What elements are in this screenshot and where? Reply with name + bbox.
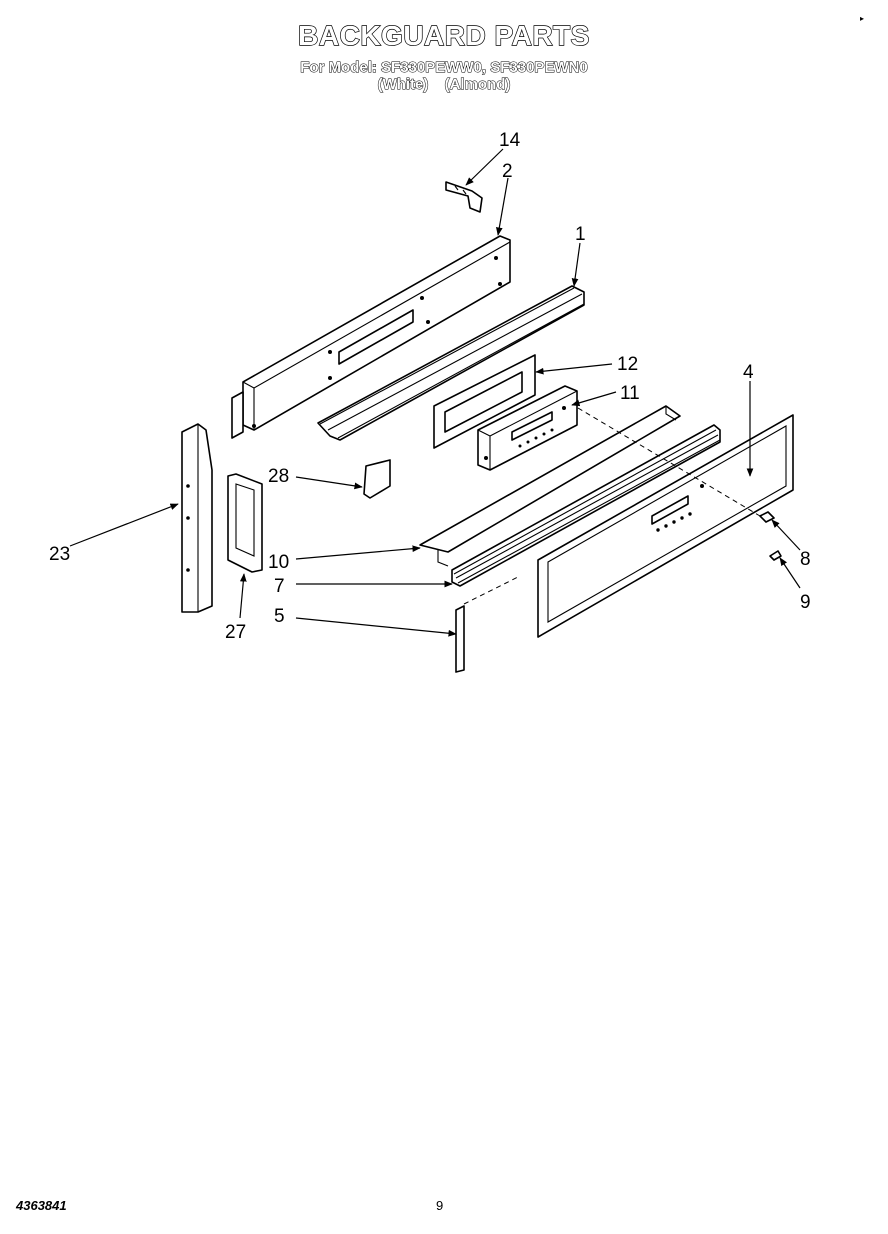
part-8-fastener <box>759 511 775 523</box>
callout-11: 11 <box>620 383 640 404</box>
model-info: For Model: SF330PEWW0, SF330PEWN0 (White… <box>0 59 888 94</box>
part-12-window-trim <box>433 354 536 449</box>
leader-27 <box>239 573 247 619</box>
part-4-front-panel <box>537 414 794 638</box>
leader-10 <box>295 545 421 560</box>
part-11-control-housing <box>477 385 578 471</box>
color-almond: (Almond) <box>444 76 511 94</box>
callout-9: 9 <box>800 592 811 613</box>
callout-12: 12 <box>617 354 638 375</box>
callout-2: 2 <box>502 161 513 182</box>
color-white: (White) <box>377 76 429 94</box>
leader-14 <box>465 148 504 186</box>
leader-28 <box>295 476 363 490</box>
callout-14: 14 <box>499 130 521 151</box>
part-28-clip <box>363 459 391 499</box>
page-title: BACKGUARD PARTS <box>297 19 590 51</box>
leader-23 <box>69 503 179 547</box>
part-9-screw <box>769 550 782 561</box>
leader-1 <box>571 242 581 287</box>
part-10-support-plate <box>419 405 681 567</box>
callout-28: 28 <box>268 466 289 487</box>
leader-11 <box>571 391 617 407</box>
document-number: 4363841 <box>16 1198 67 1213</box>
leader-9 <box>779 557 801 589</box>
callout-5: 5 <box>274 606 285 627</box>
corner-mark: ▸ <box>860 14 865 23</box>
leader-2 <box>495 177 509 236</box>
leader-8 <box>771 519 801 551</box>
callout-27: 27 <box>225 622 246 643</box>
part-2-rear-panel <box>231 235 511 439</box>
callout-1: 1 <box>575 224 586 245</box>
callout-8: 8 <box>800 549 811 570</box>
color-variants: (White) (Almond) <box>0 76 888 94</box>
part-5-trim-strip <box>455 605 465 673</box>
callout-23: 23 <box>49 544 70 565</box>
part-14-bracket <box>445 181 483 213</box>
callout-4: 4 <box>743 362 754 383</box>
page-number: 9 <box>436 1198 444 1213</box>
callout-7: 7 <box>274 576 285 597</box>
alignment-line <box>463 575 521 605</box>
model-line: For Model: SF330PEWW0, SF330PEWN0 <box>300 59 589 77</box>
leader-12 <box>535 363 613 375</box>
part-27-side-trim <box>227 473 263 573</box>
part-23-side-bracket <box>181 423 213 613</box>
leader-5 <box>295 617 457 637</box>
callout-10: 10 <box>268 552 289 573</box>
